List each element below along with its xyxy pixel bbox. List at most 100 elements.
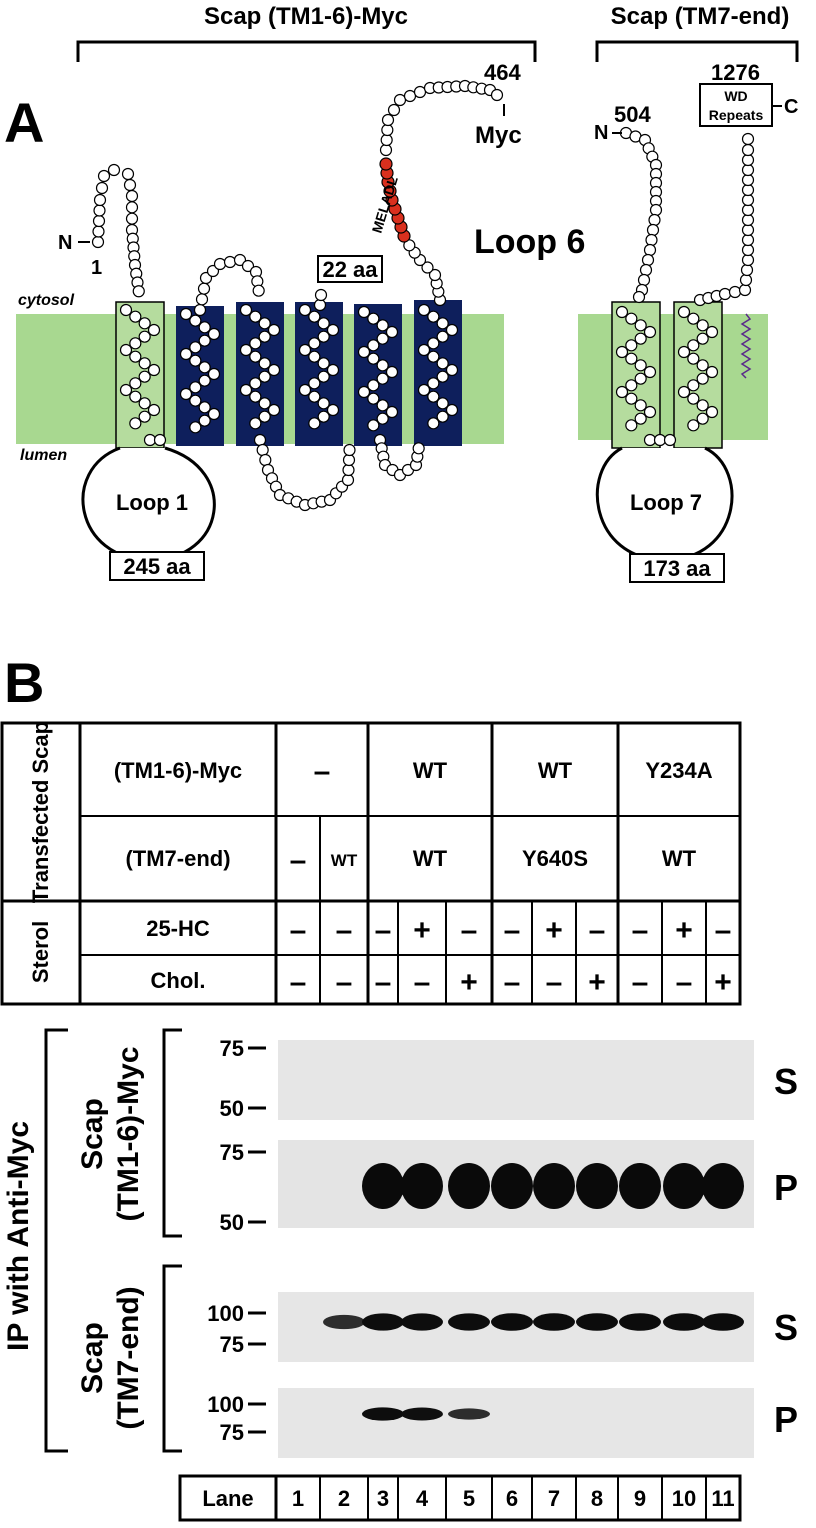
residue-bead [198, 361, 211, 374]
residue-bead [417, 343, 431, 357]
blot-group1-line2: (TM1-6)-Myc [112, 1046, 145, 1221]
residue-bead [138, 317, 151, 330]
residue-bead [427, 310, 440, 323]
aa173-box [629, 553, 725, 583]
residue-bead [92, 225, 105, 238]
residue-bead [367, 379, 380, 392]
construct-left-title: Scap (TM1-6)-Myc [204, 3, 408, 30]
residue-bead [198, 334, 211, 347]
ip-bracket [44, 1028, 68, 1453]
aa22-box [317, 255, 383, 283]
band-tm16-pellet [533, 1163, 575, 1209]
residue-bead [207, 367, 221, 381]
residue-bead [663, 433, 677, 447]
residue-bead [649, 203, 663, 217]
wd-label-line1: WD [724, 88, 747, 104]
marker-b4-bottom: 75 [220, 1420, 244, 1445]
residue-bead [421, 261, 434, 274]
residue-bead [741, 223, 755, 237]
marker-b1-bottom: 50 [220, 1096, 244, 1121]
marker-b4-top: 100 [207, 1392, 244, 1417]
residue-bead [436, 370, 449, 383]
residue-bead [643, 365, 657, 379]
residue-bead [427, 377, 440, 390]
residue-464-label: 464 [484, 60, 521, 85]
residue-bead [189, 354, 202, 367]
residue-bead [687, 312, 700, 325]
blot-bands [323, 1163, 744, 1421]
residue-bead [413, 85, 427, 99]
residue-bead [648, 213, 661, 227]
residue-bead [132, 285, 145, 298]
chol-sign: – [504, 966, 521, 999]
residue-bead [625, 392, 638, 405]
band-tm16-pellet [663, 1163, 705, 1209]
residue-bead [436, 397, 449, 410]
residue-bead [95, 181, 109, 195]
residue-bead [634, 399, 647, 412]
residue-bead [427, 417, 440, 430]
residue-bead [256, 443, 269, 457]
residue-bead [138, 410, 151, 423]
blot-tm7-pellet [278, 1388, 754, 1458]
residue-bead [249, 350, 262, 363]
residue-bead [634, 332, 647, 345]
hc25-sign: – [290, 914, 307, 947]
chol-sign: – [546, 966, 563, 999]
residue-bead [138, 397, 151, 410]
residue-1276-label: 1276 [711, 60, 760, 85]
residue-bead [385, 405, 399, 419]
residue-bead [646, 223, 660, 237]
residue-bead [129, 310, 142, 323]
wd-repeats-box [699, 83, 773, 127]
residue-bead [687, 392, 700, 405]
residue-bead [427, 337, 440, 350]
residue-bead [233, 253, 247, 267]
residue-bead [687, 419, 700, 432]
residue-bead [308, 310, 321, 323]
residue-bead [138, 357, 151, 370]
hc25-sign: + [675, 914, 693, 947]
residue-bead [403, 89, 417, 103]
aa22-label: 22 aa [322, 257, 378, 282]
lane-label: Lane [202, 1486, 253, 1511]
residue-bead [326, 323, 340, 337]
treatment-table [0, 721, 742, 1006]
residue-bead [741, 233, 755, 247]
residue-bead [741, 153, 755, 167]
table-sterol-block [0, 899, 742, 1006]
hc25-sign: + [545, 914, 563, 947]
residue-bead [189, 314, 202, 327]
residue-bead [317, 317, 330, 330]
chol-sign: – [676, 966, 693, 999]
marker-b2-top: 75 [220, 1140, 244, 1165]
residue-bead [357, 305, 371, 319]
residue-bead [696, 399, 709, 412]
group-sterol-label: Sterol [28, 921, 53, 983]
fraction-label-1: S [774, 1061, 798, 1102]
residue-bead [207, 327, 221, 341]
residue-bead [615, 385, 629, 399]
residue-bead [376, 319, 389, 332]
band-tm7-pellet [362, 1407, 404, 1421]
residue-bead [147, 403, 161, 417]
tm16-value-2: WT [413, 758, 448, 783]
residue-bead [379, 143, 393, 157]
hc25-sign: – [715, 914, 732, 947]
residue-bead [643, 433, 657, 447]
residue-bead [147, 323, 161, 337]
residue-bead [643, 405, 657, 419]
residue-bead [393, 93, 407, 107]
tm16-value-3: WT [538, 758, 573, 783]
residue-bead [239, 303, 253, 317]
residue-bead [198, 321, 211, 334]
row-label-tm7: (TM7-end) [125, 846, 230, 871]
residue-bead [367, 339, 380, 352]
residue-bead [179, 347, 193, 361]
residue-bead [207, 407, 221, 421]
residue-bead [249, 417, 262, 430]
panel-b: B Transfected Scap Sterol (TM1-6)-Myc (T… [0, 651, 798, 1522]
residue-bead [298, 303, 312, 317]
residue-bead [417, 383, 431, 397]
